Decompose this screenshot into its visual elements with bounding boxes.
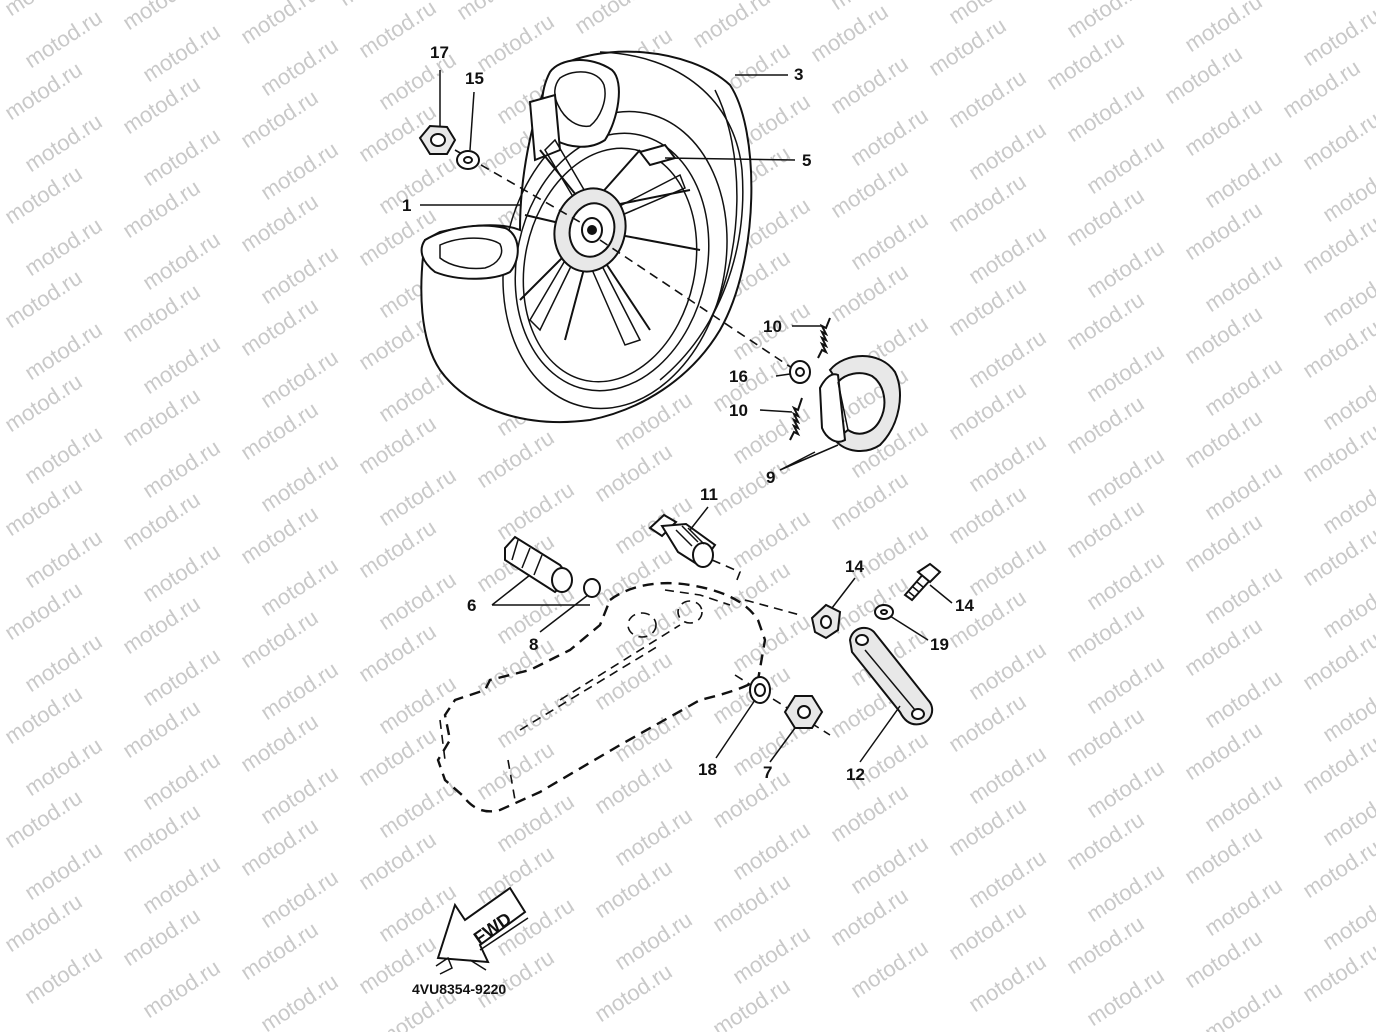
axle-nut [418,124,457,155]
callout-13: 14 [845,557,864,576]
callout-10-upper: 10 [763,317,782,336]
callout-8: 8 [529,635,539,654]
callout-17: 17 [430,43,449,62]
callout-18: 18 [698,760,717,779]
axle-washer [456,150,480,170]
callout-16: 16 [729,367,748,386]
leader-lines [420,70,953,763]
axle-washer-lower [749,676,771,704]
brake-camshaft [648,513,717,568]
callout-14: 14 [955,596,974,615]
callout-10-lower: 10 [729,401,748,420]
callout-1: 1 [402,196,412,215]
callout-15: 15 [465,69,484,88]
part-code: 4VU8354-9220 [412,981,507,997]
arm-bolt [903,562,942,602]
cam-axis-dashed-line [744,599,801,616]
o-ring [583,578,601,598]
arm-washer [874,604,894,620]
callout-7: 7 [763,763,773,782]
shoe-washer [789,360,811,384]
transmission-case-outline [436,581,767,813]
forward-arrow [435,886,529,975]
axle-nut-lower [783,695,824,729]
callout-11: 11 [700,485,718,504]
rear-wheel [420,50,753,423]
callout-6: 6 [467,596,477,615]
axle-centerline-lower [599,239,796,371]
camshaft-dashed-line [711,559,742,586]
callout-5: 5 [802,151,812,170]
callout-9: 9 [766,468,776,487]
cam-washer [810,603,842,640]
collar-pair [504,535,573,594]
camshaft-lever [848,626,934,726]
brake-shoe-assembly [818,355,901,452]
callout-12: 12 [846,765,865,784]
brake-spring-lower [789,397,803,441]
axle-centerline-upper [454,149,586,226]
callout-3: 3 [794,65,804,84]
brake-spring-upper [817,317,831,359]
callout-19: 19 [930,635,949,654]
